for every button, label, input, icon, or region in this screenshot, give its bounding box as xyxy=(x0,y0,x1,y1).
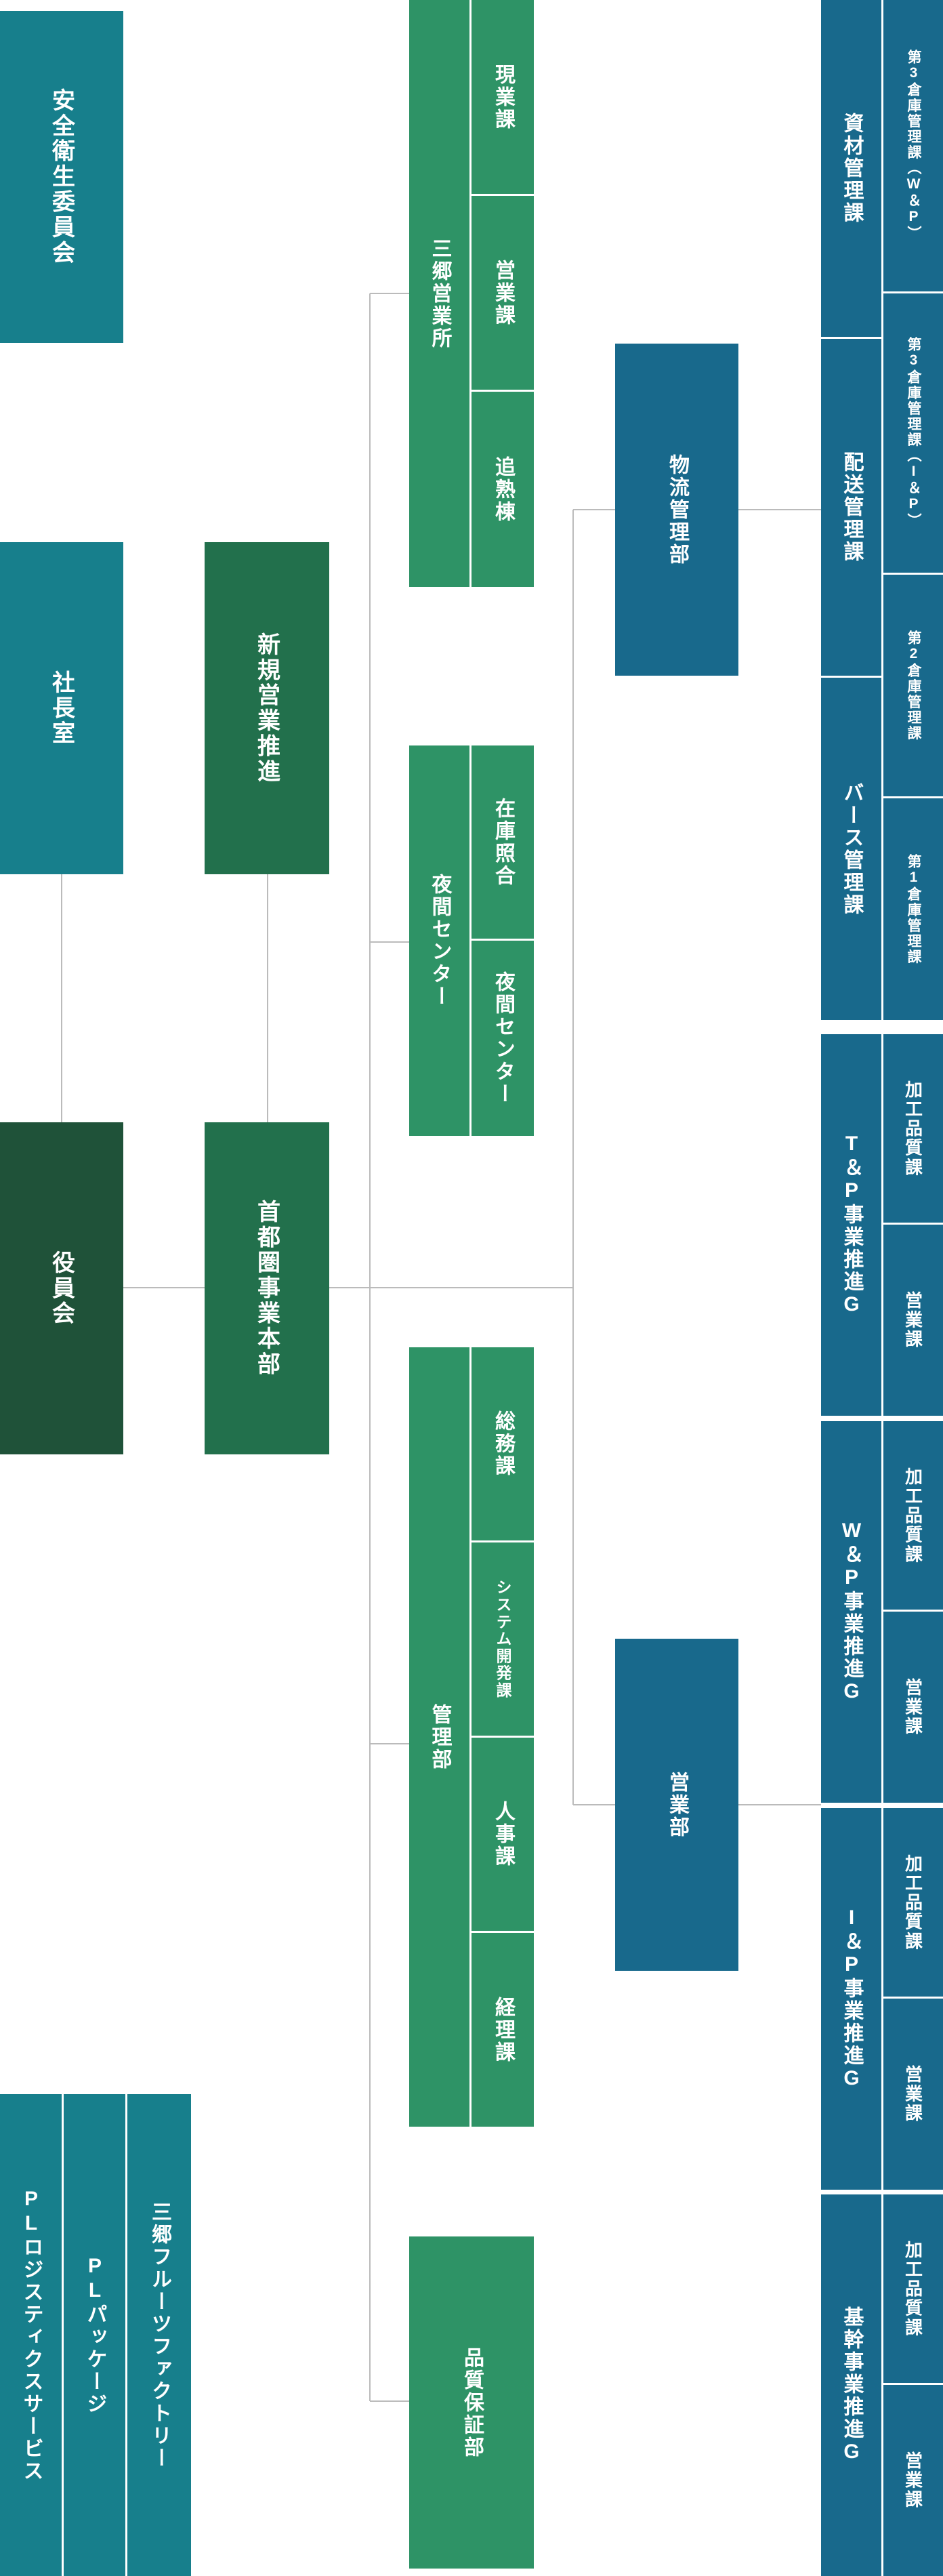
wp-section-1: 加工品質課 xyxy=(883,1421,943,1612)
wp-section-1-label: 加工品質課 xyxy=(902,1467,923,1564)
night-section-1-label: 在庫照合 xyxy=(492,797,514,887)
misato-section-3-label: 追熟棟 xyxy=(492,455,514,523)
materials-section-box: 資材管理課 xyxy=(821,0,883,339)
warehouse-1-box: 第1倉庫管理課 xyxy=(883,798,943,1020)
misato-section-2-label: 営業課 xyxy=(492,259,514,327)
affiliate-pl-logistics: PLロジスティクスサービス xyxy=(0,2094,64,2576)
misato-office-box: 三郷営業所 xyxy=(409,0,472,587)
president-office-box: 社長室 xyxy=(0,542,123,874)
tp-group-label: T＆P事業推進G xyxy=(840,1132,863,1317)
tp-group-box: T＆P事業推進G xyxy=(821,1034,883,1416)
wp-group-label: W＆P事業推進G xyxy=(840,1519,863,1704)
board-box: 役員会 xyxy=(0,1122,123,1454)
warehouse-3-wp-box: 第3倉庫管理課（W＆P） xyxy=(883,0,943,293)
admin-dept-box: 管理部 xyxy=(409,1347,472,2127)
admin-dept-label: 管理部 xyxy=(428,1703,451,1771)
board-label: 役員会 xyxy=(48,1250,75,1327)
misato-section-3: 追熟棟 xyxy=(472,392,534,587)
admin-section-2-label: システム開発課 xyxy=(494,1578,511,1700)
tp-group-block: T＆P事業推進G 加工品質課 営業課 xyxy=(821,1034,943,1416)
admin-section-4-label: 経理課 xyxy=(492,1996,514,2064)
night-section-2-label: 夜間センター xyxy=(492,971,514,1105)
berth-section-label: バース管理課 xyxy=(840,781,863,916)
wp-group-block: W＆P事業推進G 加工品質課 営業課 xyxy=(821,1421,943,1803)
metro-hq-label: 首都圏事業本部 xyxy=(253,1200,280,1377)
ip-section-2: 営業課 xyxy=(883,1999,943,2190)
warehouse-3-ip-box: 第3倉庫管理課（I＆P） xyxy=(883,293,943,575)
misato-section-1: 現業課 xyxy=(472,0,534,196)
tp-section-1-label: 加工品質課 xyxy=(902,1080,923,1177)
wp-section-2: 営業課 xyxy=(883,1612,943,1803)
warehouse-3-wp-label: 第3倉庫管理課（W＆P） xyxy=(906,49,921,242)
warehouse-1-label: 第1倉庫管理課 xyxy=(906,853,921,965)
core-section-1: 加工品質課 xyxy=(883,2194,943,2385)
admin-section-3: 人事課 xyxy=(472,1738,534,1933)
core-group-box: 基幹事業推進G xyxy=(821,2194,883,2576)
wp-group-box: W＆P事業推進G xyxy=(821,1421,883,1803)
safety-committee-label: 安全衛生委員会 xyxy=(48,88,75,266)
core-group-label: 基幹事業推進G xyxy=(840,2306,863,2465)
night-section-1: 在庫照合 xyxy=(472,745,534,941)
tp-section-1: 加工品質課 xyxy=(883,1034,943,1225)
warehouse-2-box: 第2倉庫管理課 xyxy=(883,575,943,798)
night-center-block: 夜間センター 在庫照合 夜間センター xyxy=(409,745,534,1136)
metro-hq-box: 首都圏事業本部 xyxy=(205,1122,329,1454)
affiliate-pl-package-label: PLパッケージ xyxy=(83,2255,106,2415)
delivery-section-box: 配送管理課 xyxy=(821,339,883,678)
affiliate-misato-fruit-label: 三郷フルーツファクトリー xyxy=(148,2201,171,2470)
core-section-2-label: 営業課 xyxy=(902,2451,923,2510)
tp-section-2-label: 営業課 xyxy=(902,1291,923,1349)
logistics-dept-label: 物流管理部 xyxy=(666,453,688,566)
misato-section-2: 営業課 xyxy=(472,196,534,392)
admin-section-1-label: 総務課 xyxy=(492,1410,514,1477)
quality-dept-label: 品質保証部 xyxy=(461,2346,483,2459)
admin-section-4: 経理課 xyxy=(472,1933,534,2127)
ip-group-label: I＆P事業推進G xyxy=(840,1906,863,2091)
affiliate-misato-fruit: 三郷フルーツファクトリー xyxy=(127,2094,191,2576)
affiliates-block: 三郷フルーツファクトリー PLパッケージ PLロジスティクスサービス xyxy=(0,2094,191,2576)
admin-dept-block: 管理部 総務課 システム開発課 人事課 経理課 xyxy=(409,1347,534,2127)
misato-office-label: 三郷営業所 xyxy=(428,237,451,350)
night-center-box: 夜間センター xyxy=(409,745,472,1136)
wp-section-2-label: 営業課 xyxy=(902,1678,923,1736)
sales-dept-label: 営業部 xyxy=(666,1771,688,1839)
misato-section-1-label: 現業課 xyxy=(492,63,514,131)
sales-dept-box: 営業部 xyxy=(615,1639,738,1971)
ip-group-block: I＆P事業推進G 加工品質課 営業課 xyxy=(821,1808,943,2190)
core-section-1-label: 加工品質課 xyxy=(902,2240,923,2337)
materials-section-label: 資材管理課 xyxy=(840,113,863,224)
core-section-2: 営業課 xyxy=(883,2385,943,2576)
warehouse-3-ip-label: 第3倉庫管理課（I＆P） xyxy=(906,337,921,529)
logistics-sections-block: 資材管理課 配送管理課 バース管理課 第3倉庫管理課（W＆P） 第3倉庫管理課（… xyxy=(821,0,943,1020)
warehouse-2-label: 第2倉庫管理課 xyxy=(906,630,921,741)
ip-section-1-label: 加工品質課 xyxy=(902,1854,923,1951)
ip-group-box: I＆P事業推進G xyxy=(821,1808,883,2190)
berth-section-box: バース管理課 xyxy=(821,678,883,1020)
safety-committee-box: 安全衛生委員会 xyxy=(0,11,123,343)
new-business-box: 新規営業推進 xyxy=(205,542,329,874)
new-business-label: 新規営業推進 xyxy=(253,632,280,785)
president-office-label: 社長室 xyxy=(48,670,75,747)
night-center-label: 夜間センター xyxy=(428,874,451,1008)
admin-section-2: システム開発課 xyxy=(472,1542,534,1738)
quality-dept-box: 品質保証部 xyxy=(409,2236,534,2569)
misato-office-block: 三郷営業所 現業課 営業課 追熟棟 xyxy=(409,0,534,587)
affiliate-pl-package: PLパッケージ xyxy=(64,2094,127,2576)
tp-section-2: 営業課 xyxy=(883,1225,943,1416)
ip-section-1: 加工品質課 xyxy=(883,1808,943,1999)
logistics-dept-box: 物流管理部 xyxy=(615,344,738,676)
core-group-block: 基幹事業推進G 加工品質課 営業課 xyxy=(821,2194,943,2576)
admin-section-3-label: 人事課 xyxy=(492,1801,514,1868)
night-section-2: 夜間センター xyxy=(472,941,534,1136)
ip-section-2-label: 営業課 xyxy=(902,2065,923,2123)
admin-section-1: 総務課 xyxy=(472,1347,534,1542)
delivery-section-label: 配送管理課 xyxy=(840,451,863,563)
affiliate-pl-logistics-label: PLロジスティクスサービス xyxy=(20,2188,43,2482)
